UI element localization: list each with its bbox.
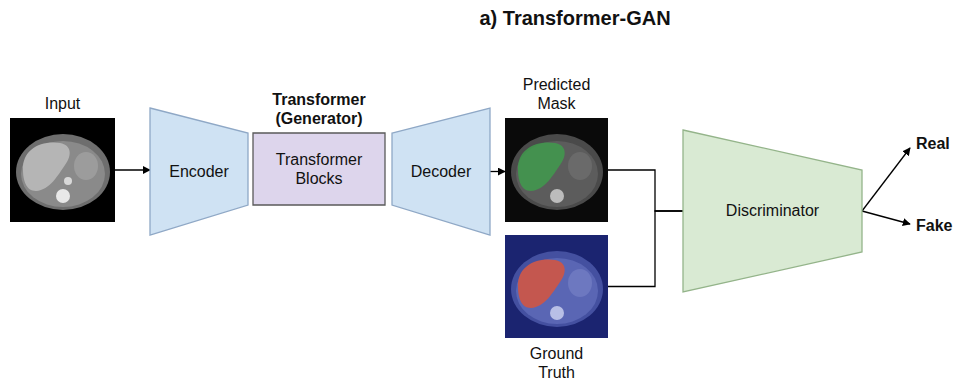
ct-stomach (568, 152, 592, 180)
ct-spine (56, 189, 70, 203)
ct-stomach (568, 269, 592, 297)
connector (115, 169, 150, 170)
output-arrow (862, 148, 910, 211)
node-heading: Transformer (Generator) (244, 90, 394, 128)
connector (608, 211, 683, 287)
node-label: Encoder (169, 162, 229, 181)
ct-spine (550, 189, 564, 203)
node-label: Discriminator (726, 201, 819, 220)
node-heading: Ground Truth (517, 344, 597, 382)
node-label: Transformer Blocks (263, 150, 375, 188)
shape-fill (392, 108, 490, 235)
ct-liver (23, 142, 70, 191)
shape-fill (253, 133, 385, 205)
ct-background (10, 118, 115, 222)
transformer-box: Transformer (Generator)Transformer Block… (253, 133, 385, 205)
node-body: Encoder (150, 108, 248, 235)
diagram-title: a) Transformer-GAN (375, 6, 775, 30)
node-heading: Input (10, 94, 115, 113)
encoder-trapezoid: Encoder (150, 108, 248, 235)
ct-slice-input (10, 118, 115, 222)
ct-background (505, 235, 608, 338)
ct-body-inner (21, 141, 105, 207)
output-label: Real (916, 134, 950, 153)
ct-slice-predicted (505, 118, 608, 222)
image-panel: Ground Truth (505, 235, 608, 338)
ct-body-inner (516, 141, 598, 207)
node-body: Decoder (392, 108, 490, 235)
liver-mask-green (518, 142, 565, 191)
ct-body-inner (516, 258, 598, 324)
image-panel: Input (10, 118, 115, 222)
node-label: Decoder (411, 162, 471, 181)
decoder-trapezoid: Decoder (392, 108, 490, 235)
node-body: Discriminator (683, 130, 862, 292)
ct-slice-ground-truth (505, 235, 608, 338)
ct-stomach (74, 152, 98, 180)
ct-background (505, 118, 608, 222)
box-outline (253, 133, 385, 205)
ct-body (511, 134, 603, 210)
connector (490, 171, 505, 172)
shape-fill (683, 130, 862, 292)
connector (608, 170, 683, 211)
ct-spine (550, 306, 564, 320)
discriminator-trapezoid: Discriminator (683, 130, 862, 292)
ct-body (16, 134, 110, 210)
ct-body (511, 251, 603, 327)
shape-fill (150, 108, 248, 235)
image-panel: Predicted Mask (505, 118, 608, 222)
ct-aorta (64, 177, 72, 185)
output-label: Fake (916, 216, 952, 235)
node-heading: Predicted Mask (507, 75, 607, 113)
liver-mask-red (518, 259, 565, 308)
output-arrow (862, 211, 910, 224)
node-body: Transformer Blocks (253, 133, 385, 205)
